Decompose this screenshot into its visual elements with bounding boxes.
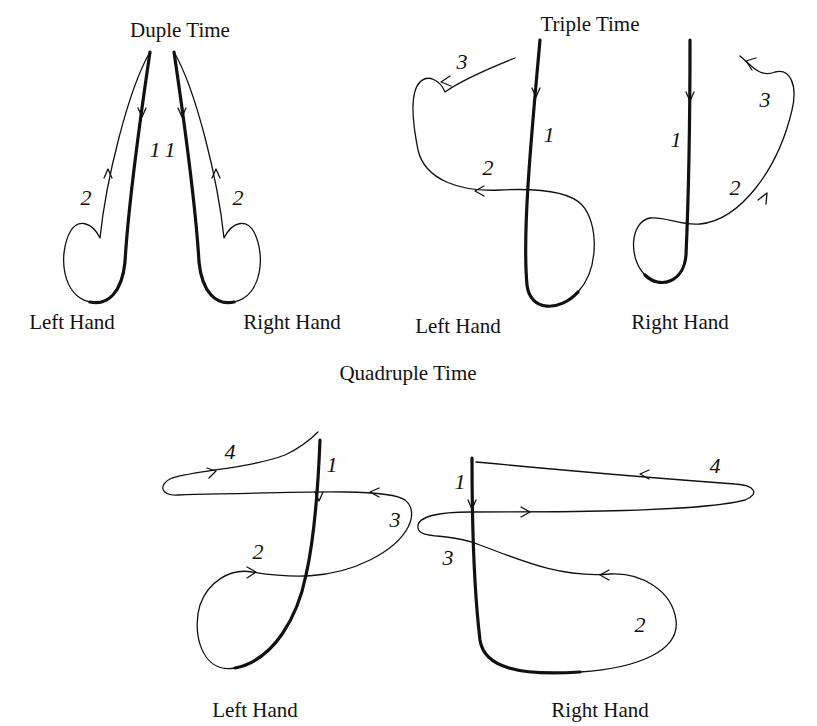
arrowhead <box>247 567 256 578</box>
arrowhead <box>207 468 216 478</box>
arrowhead <box>104 169 112 178</box>
arrowhead <box>212 169 220 178</box>
beat-number: 3 <box>760 89 771 111</box>
beat-number: 1 <box>544 124 555 146</box>
arrowhead <box>746 58 756 70</box>
beat-one-stroke <box>235 440 320 668</box>
beat-number: 1 <box>327 454 338 476</box>
arrowhead <box>600 570 609 580</box>
arrowhead <box>468 500 476 509</box>
beat-path <box>174 52 260 303</box>
time-heading: Duple Time <box>130 20 230 41</box>
hand-label: Right Hand <box>243 312 340 333</box>
hand-label: Left Hand <box>29 312 115 333</box>
beat-one-stroke <box>472 458 580 673</box>
beat-number: 3 <box>390 509 401 531</box>
hand-label: Left Hand <box>415 316 501 337</box>
beat-number: 2 <box>483 157 494 179</box>
beat-path <box>418 458 754 673</box>
arrowhead <box>686 92 694 101</box>
beat-one-stroke <box>526 40 578 306</box>
beat-number: 2 <box>253 541 264 563</box>
beat-path <box>163 432 412 669</box>
beat-number: 1 <box>671 129 682 151</box>
beat-path <box>64 52 150 303</box>
arrowhead <box>475 186 484 196</box>
beat-number: 1 <box>165 139 176 161</box>
beat-number: 2 <box>233 187 244 209</box>
beat-number: 4 <box>225 441 236 463</box>
beat-path <box>634 40 795 282</box>
beat-number: 2 <box>635 614 646 636</box>
beat-number: 4 <box>710 455 721 477</box>
beat-number: 1 <box>455 471 466 493</box>
arrowhead <box>138 108 146 117</box>
arrowhead <box>640 470 649 479</box>
arrowhead <box>441 76 451 86</box>
arrowhead <box>178 108 186 117</box>
beat-path <box>413 40 594 306</box>
beat-number: 2 <box>81 187 92 209</box>
time-heading: Triple Time <box>540 14 639 35</box>
beat-number: 2 <box>730 177 741 199</box>
beat-one-stroke <box>645 40 690 282</box>
beat-number: 1 <box>150 139 161 161</box>
hand-label: Right Hand <box>551 700 648 721</box>
beat-number: 3 <box>443 547 454 569</box>
arrowhead <box>758 193 767 204</box>
beat-one-stroke <box>174 52 234 303</box>
beat-one-stroke <box>90 52 150 303</box>
arrowhead <box>315 492 323 501</box>
hand-label: Right Hand <box>631 312 728 333</box>
arrowhead <box>521 507 530 517</box>
beat-number: 3 <box>457 51 468 73</box>
time-heading: Quadruple Time <box>339 363 476 384</box>
hand-label: Left Hand <box>212 700 298 721</box>
arrowhead <box>370 488 379 497</box>
arrowhead <box>532 88 540 97</box>
